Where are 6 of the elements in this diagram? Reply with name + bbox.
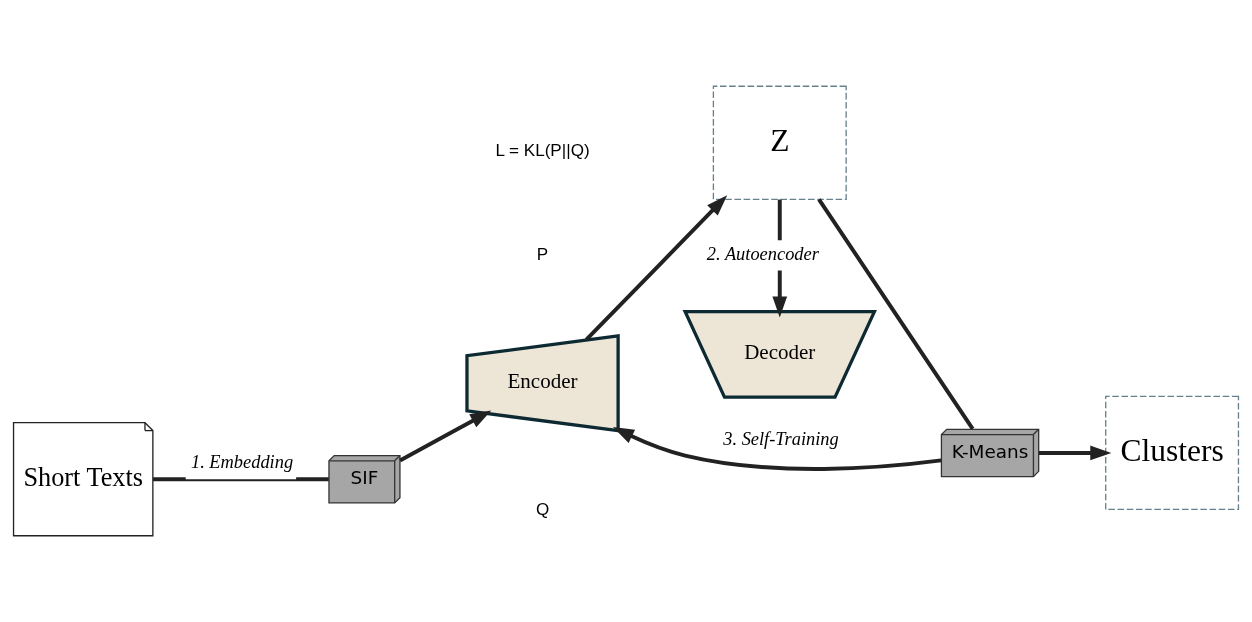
label: L = KL(P||Q) (495, 141, 590, 161)
edge-label: 1. Embedding (190, 452, 294, 473)
label: Q (535, 500, 550, 520)
label: P (536, 245, 549, 265)
edge-label: 3. Self-Training (723, 428, 839, 449)
edge-label: 2. Autoencoder (706, 243, 819, 264)
